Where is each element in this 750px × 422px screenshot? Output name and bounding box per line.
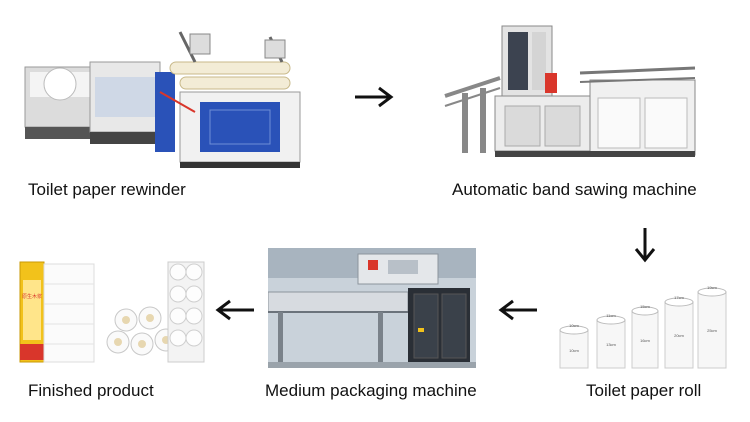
roll-size-label: 11cm xyxy=(606,313,616,318)
finished-product-image: 原生木浆 xyxy=(18,258,208,368)
roll-size-label: 15cm xyxy=(640,304,650,309)
roll-size-label: 10cm xyxy=(569,323,579,328)
rewinder-image xyxy=(20,22,310,172)
roll-size-label: 16cm xyxy=(640,338,650,343)
packaging-label: Medium packaging machine xyxy=(265,381,477,400)
packaging-image xyxy=(268,248,476,368)
arrow-left-2 xyxy=(497,299,539,321)
arrow-left-1 xyxy=(214,299,256,321)
arrow-down-1 xyxy=(633,226,657,264)
arrow-right-icon xyxy=(355,86,394,108)
roll-size-label: 13cm xyxy=(606,342,616,347)
band-saw-image xyxy=(440,18,710,168)
roll-size-label: 17cm xyxy=(674,295,684,300)
arrow-right-1 xyxy=(353,86,395,108)
pack-brand-text: 原生木浆 xyxy=(22,293,42,300)
band-saw-machine-icon xyxy=(444,25,696,157)
packaging-machine-icon xyxy=(268,248,476,368)
arrow-left-icon xyxy=(215,299,254,321)
arrow-down-icon xyxy=(634,228,656,263)
paper-rolls-icon: 10cm 10cm 11cm 13cm 15cm 16cm 17cm 20cm … xyxy=(559,285,727,369)
roll-size-label: 25cm xyxy=(707,328,717,333)
rewinder-label: Toilet paper rewinder xyxy=(28,180,186,199)
rewinder-machine-icon xyxy=(24,31,301,168)
finished-product-icon: 原生木浆 xyxy=(19,261,205,363)
arrow-left-icon xyxy=(498,299,537,321)
rolls-image: 10cm 10cm 11cm 13cm 15cm 16cm 17cm 20cm … xyxy=(552,280,732,370)
finished-label: Finished product xyxy=(28,381,154,400)
band-saw-label: Automatic band sawing machine xyxy=(452,180,697,199)
roll-label: Toilet paper roll xyxy=(586,381,702,400)
roll-size-label: 19cm xyxy=(707,285,717,290)
roll-size-label: 20cm xyxy=(674,333,684,338)
roll-size-label: 10cm xyxy=(569,348,579,353)
